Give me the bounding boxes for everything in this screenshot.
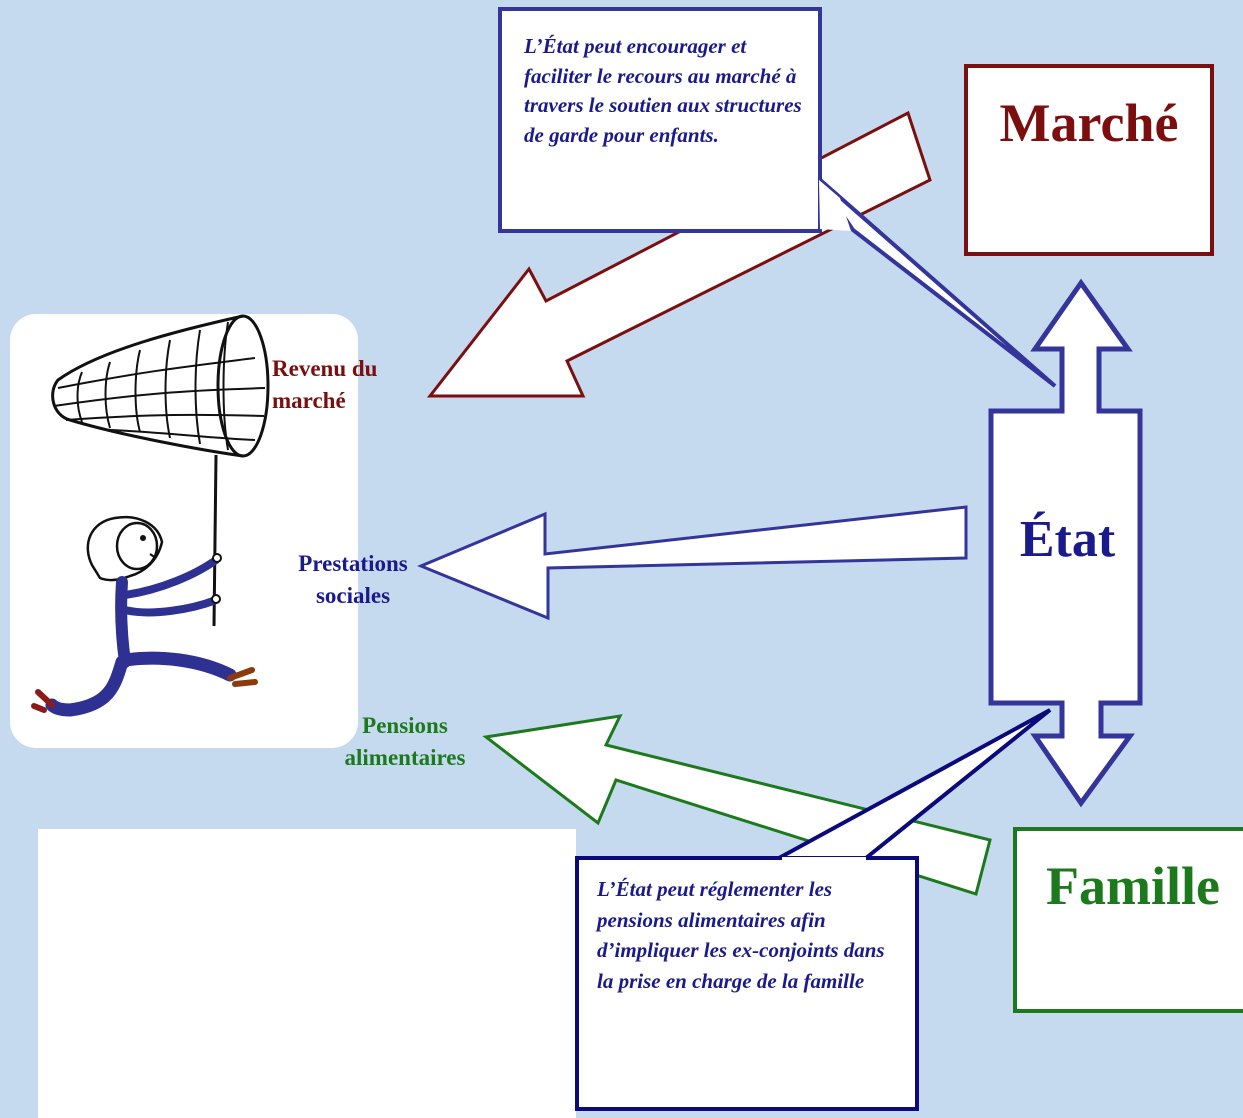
alimony-label: Pensions alimentaires: [344, 713, 466, 770]
social-benefits-arrow: [417, 505, 968, 621]
market-support-callout-tail-cover: [819, 180, 851, 231]
market-label: Marché: [999, 93, 1179, 153]
alimony-callout-box: [575, 856, 919, 1111]
family-box: Famille: [1013, 827, 1243, 1013]
market-income-label: Revenu du marché: [272, 356, 378, 413]
alimony-callout-tail-cover: [782, 857, 866, 860]
blank-panel: [38, 829, 576, 1118]
person-with-butterfly-net-icon: [31, 314, 270, 717]
state-label: État: [1019, 511, 1116, 568]
state-double-arrow: [988, 278, 1143, 808]
alimony-callout-text: L’État peut réglementer les pensions ali…: [597, 877, 885, 993]
social-benefits-label: Prestations sociales: [298, 551, 408, 608]
market-box: Marché: [964, 64, 1214, 256]
market-support-callout-text: L’État peut encourager et faciliter le r…: [524, 34, 802, 147]
family-label: Famille: [1046, 856, 1220, 916]
market-support-callout-box: [498, 7, 822, 233]
